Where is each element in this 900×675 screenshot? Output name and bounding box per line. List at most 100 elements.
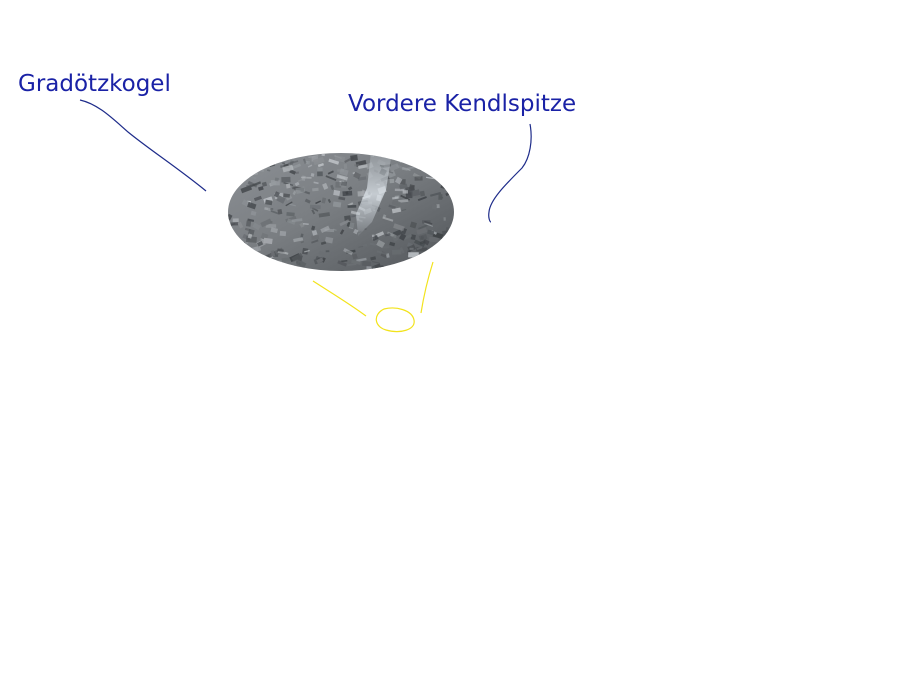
rock-speck [316,257,324,264]
rock-speck [341,260,348,262]
rock-speck [229,247,240,255]
rock-speck [235,260,240,265]
rock-speck [446,259,453,266]
rock-speck [341,181,347,188]
rock-speck [252,222,261,231]
rock-speck [416,158,427,166]
rock-speck [343,247,354,256]
rock-speck [251,264,260,271]
rock-speck [347,186,353,191]
rock-speck [298,260,307,269]
rock-speck [239,177,244,182]
rock-speck [330,251,335,256]
rock-speck [304,198,311,204]
rock-speck [320,225,330,234]
rock-speck [277,251,288,255]
rock-speck [311,229,318,236]
rock-speck [270,262,278,268]
rock-speck [235,170,244,176]
rock-speck [285,195,293,201]
rock-speck [266,157,274,162]
rock-speck [422,259,428,266]
rock-speck [447,245,453,252]
rock-speck [330,184,335,191]
rock-speck [242,162,251,166]
rock-speck [428,168,439,176]
rock-speck [291,218,303,223]
rock-speck [291,252,303,262]
rock-speck [260,218,272,228]
rock-speck [432,165,439,170]
rock-speck [388,171,394,174]
rock-speck [338,196,346,201]
rock-speck [283,193,291,198]
rock-speck [425,270,430,271]
rock-speck [446,263,454,271]
rock-speck [313,181,319,185]
rock-speck [344,156,354,163]
rock-speck [308,155,319,158]
rock-speck [230,222,239,226]
rock-speck [403,268,413,271]
rock-speck [321,153,325,157]
rock-speck [282,162,286,165]
rock-speck [401,208,407,211]
rock-speck [382,246,390,249]
rock-speck [277,208,283,215]
rock-speck [362,260,372,267]
rock-speck [399,262,405,267]
rock-speck [395,163,404,170]
rock-speck [357,176,367,181]
rock-speck [265,199,273,206]
rock-speck [291,163,302,170]
rock-speck [450,181,454,188]
rock-speck [351,259,362,265]
rock-speck [298,268,309,271]
rock-speck [274,177,279,182]
rock-speck [271,270,282,271]
rock-speck [344,215,352,222]
rock-speck [263,153,270,156]
right-leader-line [488,123,532,223]
rock-speck [295,186,306,194]
rock-speck [416,267,421,271]
rock-speck [297,176,308,182]
rock-speck [270,267,276,271]
rock-speck [240,262,248,266]
rock-speck [285,183,291,189]
rock-speck [388,264,399,271]
rock-speck [253,195,262,202]
rock-speck [394,176,403,185]
rock-speck [277,260,282,267]
rock-speck [357,190,365,197]
rock-speck [407,166,415,170]
rock-speck [352,172,356,174]
rock-speck [250,269,261,271]
rock-speck [454,170,465,178]
rock-speck [294,181,300,187]
rock-speck [441,177,449,184]
rock-speck [384,233,391,237]
rock-speck [282,164,294,173]
rock-speck [261,181,268,187]
rock-speck [356,257,367,262]
rock-speck [318,250,330,259]
rock-speck [419,164,427,172]
rock-speck [425,176,436,180]
rock-speck [317,167,323,172]
rock-speck [270,250,276,257]
rock-speck [245,220,252,227]
rock-speck [310,173,315,177]
rock-speck [246,184,251,187]
rock-speck [434,174,437,178]
rock-speck [399,247,405,254]
rock-speck [243,153,250,157]
rock-speck [346,249,356,254]
rock-speck [264,207,271,211]
rock-speck [419,261,425,266]
rock-speck [376,239,386,249]
rock-speck [422,157,426,162]
rock-speck [312,156,325,166]
rock-speck [391,234,399,242]
rock-speck [449,231,454,238]
